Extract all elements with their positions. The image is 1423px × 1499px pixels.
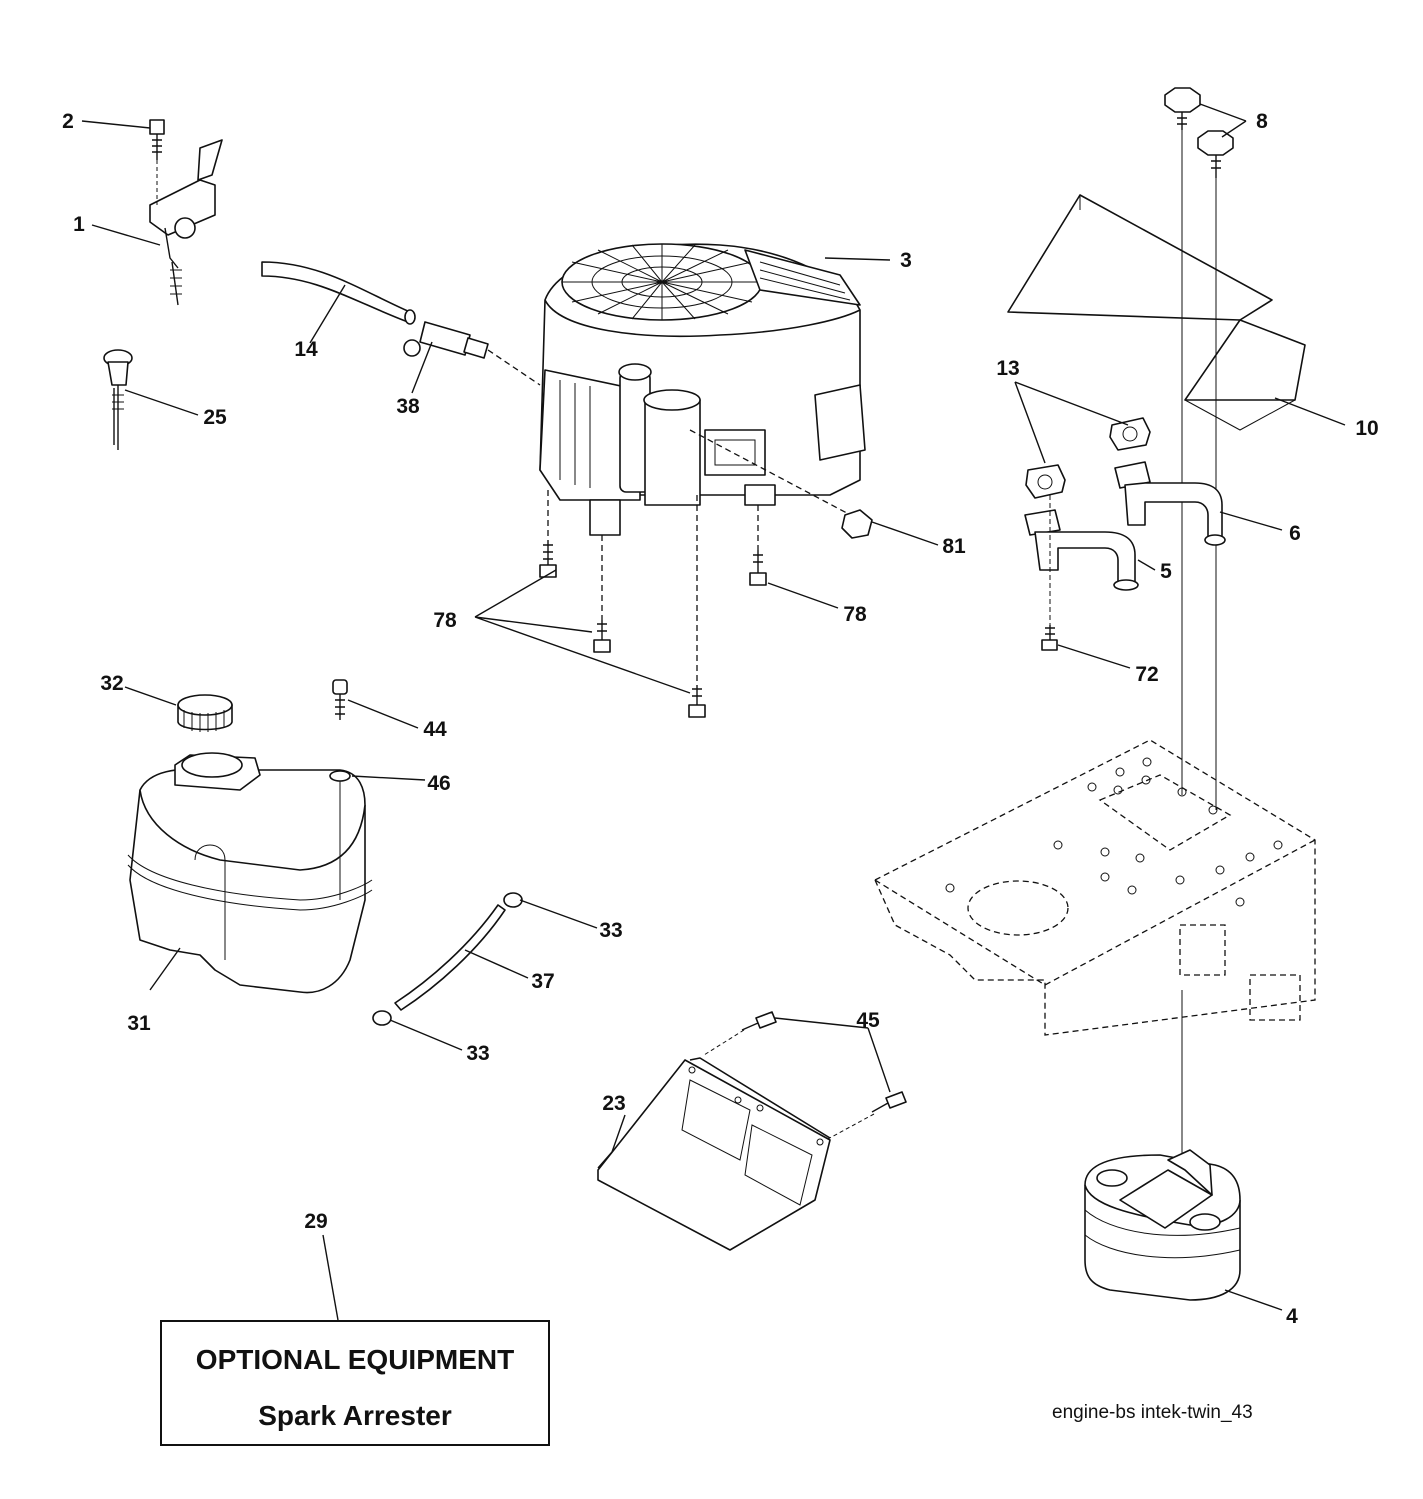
callout-72: 72: [1135, 663, 1158, 686]
callout-45: 45: [856, 1009, 880, 1032]
leader-lines: [81, 103, 1346, 1321]
exhaust-pipe-part-6: [1114, 461, 1226, 546]
frame-outline: [874, 739, 1316, 1036]
fuel-cap-part: [177, 694, 233, 732]
dipstick-part: [103, 349, 133, 450]
callout-46: 46: [427, 772, 450, 795]
callout-14: 14: [294, 338, 318, 361]
tank-washer-part: [329, 770, 351, 900]
callout-44: 44: [423, 718, 447, 741]
tank-screw-part: [332, 679, 348, 720]
callout-8: 8: [1256, 110, 1268, 133]
callout-13: 13: [996, 357, 1019, 380]
callout-29: 29: [304, 1210, 327, 1233]
callout-78-right: 78: [843, 603, 867, 626]
spark-arrester-label: Spark Arrester: [258, 1400, 452, 1431]
exhaust-gasket-parts: [1025, 417, 1151, 499]
callout-37: 37: [531, 970, 554, 993]
fuel-hose-part: [394, 904, 506, 1011]
callout-23: 23: [602, 1092, 625, 1115]
callout-10: 10: [1355, 417, 1378, 440]
exhaust-screw-part: [1041, 495, 1058, 651]
fuel-fitting-part: [403, 321, 541, 386]
plate-bolt-parts: [703, 1011, 907, 1141]
callout-32: 32: [100, 672, 123, 695]
callout-33-bottom: 33: [466, 1042, 489, 1065]
throttle-control-part: [149, 119, 223, 306]
callout-2: 2: [62, 110, 74, 133]
engine-part: [539, 243, 866, 536]
callout-38: 38: [396, 395, 420, 418]
exhaust-pipe-part-5: [1024, 509, 1139, 591]
mounting-plate-part: [597, 1057, 831, 1251]
callout-31: 31: [127, 1012, 151, 1035]
fuel-tank-part: [127, 752, 373, 994]
diagram-reference-code: engine-bs intek-twin_43: [1052, 1402, 1253, 1423]
callout-labels: 2 1 3 4 5 6 8 10 13 14 23 25 29 31 32 33…: [62, 110, 1379, 1328]
optional-equipment-title: OPTIONAL EQUIPMENT: [195, 1344, 515, 1375]
muffler-part: [1084, 990, 1241, 1301]
optional-equipment-box: OPTIONAL EQUIPMENT Spark Arrester: [160, 1320, 550, 1446]
callout-4: 4: [1286, 1305, 1298, 1328]
fuel-line-part: [261, 261, 416, 325]
heat-shield-part: [1007, 194, 1306, 431]
callout-5: 5: [1160, 560, 1172, 583]
callout-3: 3: [900, 249, 912, 272]
engine-bolt-parts: [539, 490, 767, 718]
callout-33-top: 33: [599, 919, 622, 942]
shield-screw-parts: [1164, 87, 1234, 810]
callout-81: 81: [942, 535, 966, 558]
callout-25: 25: [203, 406, 227, 429]
nut-part: [841, 509, 873, 539]
callout-1: 1: [73, 213, 85, 236]
callout-78-left: 78: [433, 609, 457, 632]
callout-6: 6: [1289, 522, 1301, 545]
